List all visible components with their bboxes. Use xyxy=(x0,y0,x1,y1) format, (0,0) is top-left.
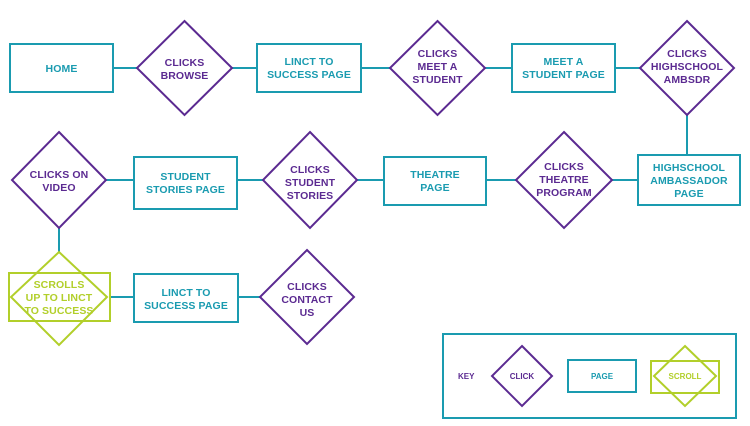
node-hs-ambassador-page-line-1: HIGHSCHOOL xyxy=(653,162,726,174)
node-click-browse: CLICKS BROWSE xyxy=(135,19,234,117)
node-linct-success-2-line-2: SUCCESS PAGE xyxy=(144,300,228,312)
node-click-meet-student: CLICKS MEET A STUDENT xyxy=(388,19,487,117)
node-hs-ambassador-page-line-2: AMBASSADOR xyxy=(650,175,728,187)
node-click-meet-student-line-3: STUDENT xyxy=(412,74,463,86)
node-scroll-linct-line-1: SCROLLS xyxy=(34,279,85,291)
node-click-hs-ambsdr-line-3: AMBSDR xyxy=(664,74,711,86)
legend-page-label: PAGE xyxy=(591,372,614,381)
node-click-meet-student-line-1: CLICKS xyxy=(418,48,458,60)
node-click-video-line-1: CLICKS ON xyxy=(30,169,89,181)
node-student-stories-page-line-1: STUDENT xyxy=(160,171,211,183)
node-student-stories-page: STUDENT STORIES PAGE xyxy=(133,156,238,210)
node-click-browse-line-1: CLICKS xyxy=(165,57,205,69)
node-linct-success-2-line-1: LINCT TO xyxy=(161,287,210,299)
node-linct-success-1-line-2: SUCCESS PAGE xyxy=(267,69,351,81)
node-meet-student-page-line-2: STUDENT PAGE xyxy=(522,69,605,81)
node-click-contact-line-2: CONTACT xyxy=(281,294,333,306)
node-linct-success-1: LINCT TO SUCCESS PAGE xyxy=(256,43,362,93)
legend: KEY CLICK PAGE SCROLL xyxy=(442,333,737,419)
node-hs-ambassador-page-line-3: PAGE xyxy=(674,188,703,200)
node-click-student-stories: CLICKS STUDENT STORIES xyxy=(261,130,359,230)
node-click-video-line-2: VIDEO xyxy=(42,182,75,194)
node-click-theatre-program-line-2: THEATRE xyxy=(539,174,589,186)
node-meet-student-page-line-1: MEET A xyxy=(544,56,584,68)
node-click-student-stories-line-3: STORIES xyxy=(287,190,334,202)
node-meet-student-page: MEET A STUDENT PAGE xyxy=(511,43,616,93)
node-theatre-page: THEATRE PAGE xyxy=(383,156,487,206)
legend-scroll-symbol-rect xyxy=(650,360,720,394)
node-linct-success-1-line-1: LINCT TO xyxy=(284,56,333,68)
node-scroll-linct-line-2: UP TO LINCT xyxy=(26,292,93,304)
node-scroll-linct-line-3: TO SUCCESS xyxy=(24,305,93,317)
node-click-student-stories-line-1: CLICKS xyxy=(290,164,330,176)
node-linct-success-2: LINCT TO SUCCESS PAGE xyxy=(133,273,239,323)
legend-scroll-symbol-diamond xyxy=(652,344,718,408)
node-home: HOME xyxy=(9,43,114,93)
legend-click-symbol xyxy=(490,344,554,408)
node-click-browse-line-2: BROWSE xyxy=(161,70,209,82)
legend-page-symbol xyxy=(567,359,637,393)
node-click-theatre-program-line-3: PROGRAM xyxy=(536,187,592,199)
node-click-student-stories-line-2: STUDENT xyxy=(285,177,336,189)
node-click-video: CLICKS ON VIDEO xyxy=(10,130,108,230)
node-click-contact: CLICKS CONTACT US xyxy=(258,248,356,346)
node-scroll-linct: SCROLLS UP TO LINCT TO SUCCESS xyxy=(8,250,111,347)
node-theatre-page-line-1: THEATRE xyxy=(410,169,460,181)
legend-click-label: CLICK xyxy=(510,372,535,381)
node-click-theatre-program: CLICKS THEATRE PROGRAM xyxy=(514,130,614,230)
node-click-contact-line-1: CLICKS xyxy=(287,281,327,293)
node-click-contact-line-3: US xyxy=(300,307,315,319)
node-click-hs-ambsdr-line-2: HIGHSCHOOL xyxy=(651,61,724,73)
node-theatre-page-line-2: PAGE xyxy=(420,182,449,194)
node-click-meet-student-line-2: MEET A xyxy=(418,61,458,73)
node-click-hs-ambsdr: CLICKS HIGHSCHOOL AMBSDR xyxy=(638,19,736,117)
node-click-theatre-program-line-1: CLICKS xyxy=(544,161,584,173)
node-click-hs-ambsdr-line-1: CLICKS xyxy=(667,48,707,60)
node-home-label: HOME xyxy=(46,63,78,75)
connectors xyxy=(58,67,688,298)
legend-scroll-label: SCROLL xyxy=(669,372,702,381)
node-student-stories-page-line-2: STORIES PAGE xyxy=(146,184,225,196)
legend-title: KEY xyxy=(458,372,475,381)
node-hs-ambassador-page: HIGHSCHOOL AMBASSADOR PAGE xyxy=(637,154,741,206)
